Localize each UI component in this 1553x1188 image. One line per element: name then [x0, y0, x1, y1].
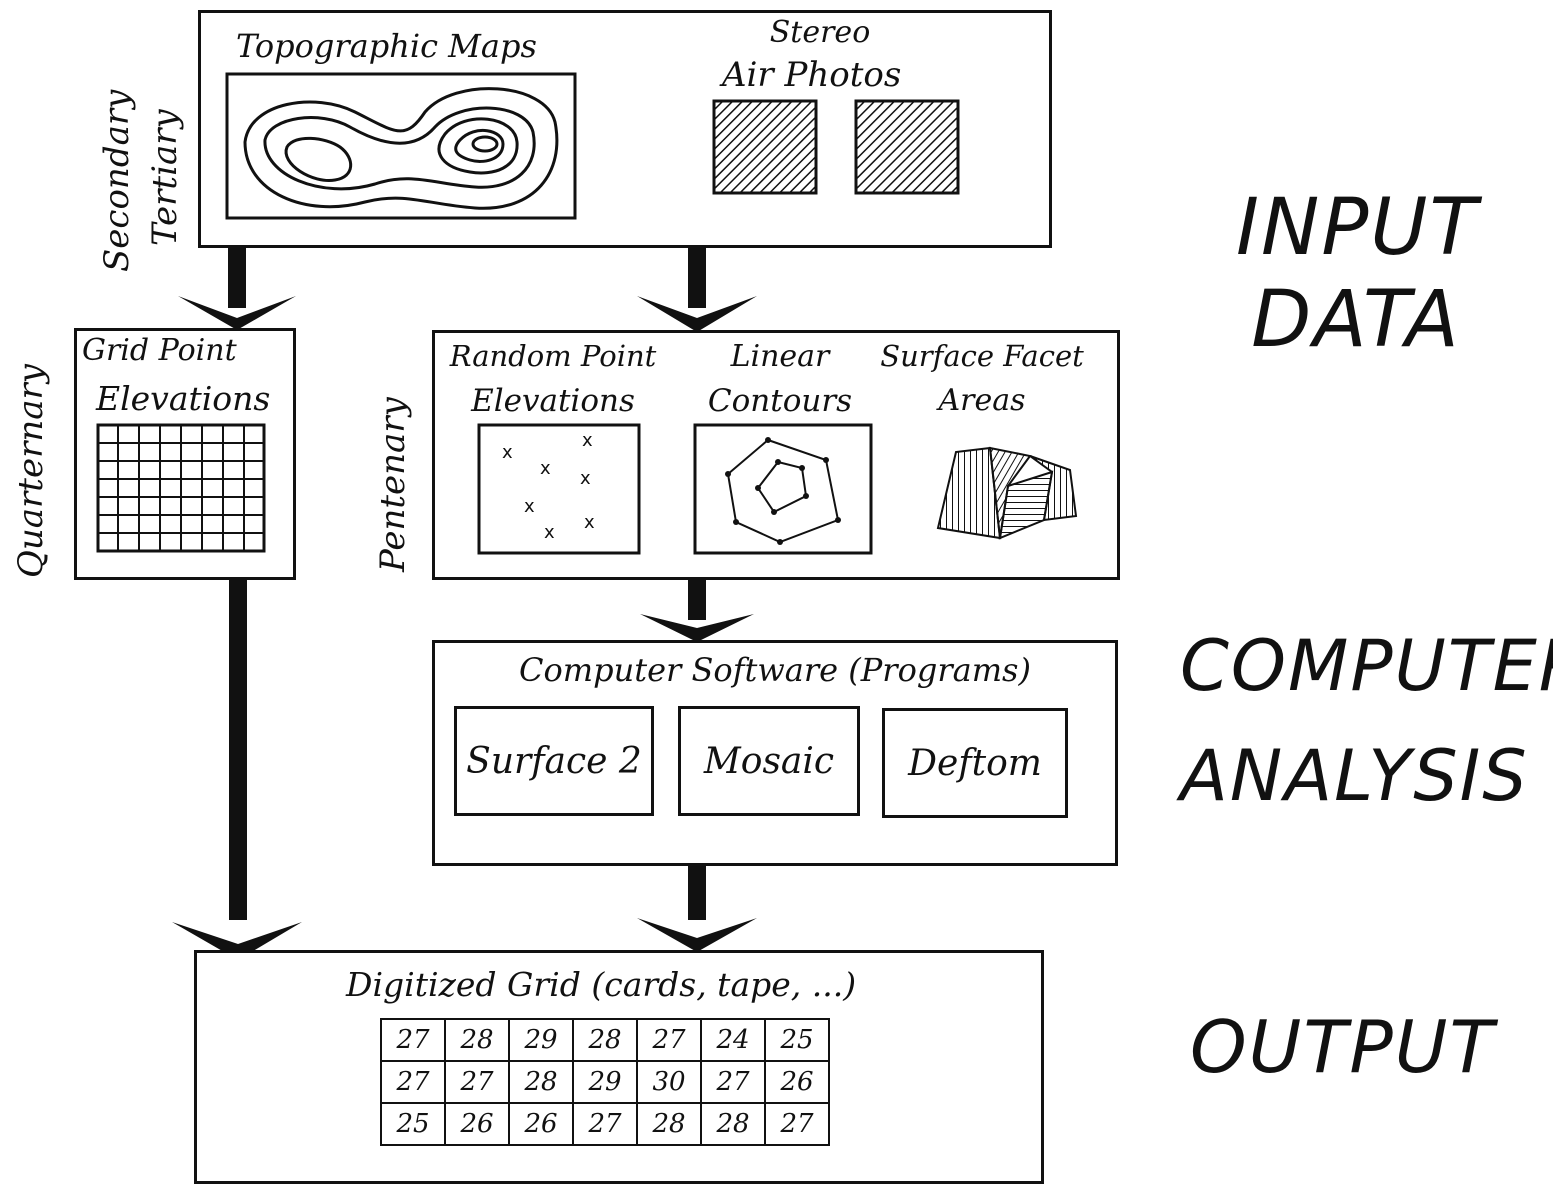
- stage-label-input-line2: DATA: [1251, 275, 1461, 365]
- arrow-shaft-grid-to-output: [229, 578, 247, 920]
- svg-text:x: x: [584, 512, 595, 533]
- stage-label-output: OUTPUT: [1190, 1005, 1496, 1089]
- grid-cell: 27: [700, 1060, 766, 1104]
- surface-facet-title-line1: Surface Facet: [880, 339, 1084, 373]
- grid-cell: 27: [636, 1018, 702, 1062]
- grid-point-elevations-box: [74, 328, 296, 580]
- grid-point-title-line2: Elevations: [96, 379, 271, 418]
- grid-point-illustration: [96, 423, 266, 553]
- svg-text:x: x: [580, 468, 591, 489]
- linear-contours-title-line1: Linear: [730, 339, 830, 374]
- surface-facet-illustration: [936, 446, 1078, 540]
- stereo-photo-left: [712, 99, 818, 195]
- arrow-shaft-input-to-elevations: [688, 246, 706, 308]
- grid-cell: 25: [764, 1018, 830, 1062]
- stereo-air-photos-title-line1: Stereo: [769, 15, 871, 50]
- grid-cell: 27: [572, 1102, 638, 1146]
- svg-text:x: x: [544, 522, 555, 543]
- digitized-grid-table: 27 28 29 28 27 24 25 27 27 28 29 30 27 2…: [380, 1018, 830, 1146]
- topographic-map-illustration: [225, 72, 577, 220]
- secondary-label: Secondary: [97, 89, 137, 272]
- linear-contours-illustration: [693, 423, 873, 555]
- tertiary-label: Tertiary: [145, 109, 185, 246]
- table-row: 27 27 28 29 30 27 26: [380, 1060, 830, 1104]
- svg-text:x: x: [524, 496, 535, 517]
- surface-facet-title-line2: Areas: [938, 383, 1026, 418]
- topographic-maps-title: Topographic Maps: [236, 27, 537, 65]
- grid-cell: 26: [444, 1102, 510, 1146]
- arrow-shaft-input-to-grid: [228, 246, 246, 308]
- computer-software-box: [432, 640, 1118, 866]
- grid-point-title-line1: Grid Point: [82, 333, 237, 368]
- grid-cell: 26: [764, 1060, 830, 1104]
- pentenary-label: Pentenary: [373, 397, 413, 572]
- grid-cell: 27: [380, 1060, 446, 1104]
- computer-software-title: Computer Software (Programs): [519, 651, 1031, 689]
- program-surface-2: Surface 2: [454, 706, 654, 816]
- arrow-head-software-to-output: [637, 918, 757, 952]
- random-point-title-line1: Random Point: [449, 339, 657, 373]
- stereo-air-photos-title-line2: Air Photos: [722, 55, 902, 95]
- quarternary-label: Quarternary: [11, 364, 51, 578]
- stage-label-computer-line1: COMPUTER: [1180, 625, 1553, 707]
- table-row: 27 28 29 28 27 24 25: [380, 1018, 830, 1062]
- svg-text:x: x: [540, 458, 551, 479]
- grid-cell: 25: [380, 1102, 446, 1146]
- svg-text:x: x: [582, 430, 593, 451]
- grid-cell: 28: [444, 1018, 510, 1062]
- arrow-head-elevations-to-software: [640, 614, 754, 642]
- grid-cell: 29: [572, 1060, 638, 1104]
- grid-cell: 28: [508, 1060, 574, 1104]
- grid-cell: 28: [572, 1018, 638, 1062]
- grid-cell: 27: [764, 1102, 830, 1146]
- arrow-head-input-to-grid: [178, 296, 296, 330]
- random-point-title-line2: Elevations: [471, 383, 635, 419]
- grid-cell: 24: [700, 1018, 766, 1062]
- grid-cell: 30: [636, 1060, 702, 1104]
- linear-contours-title-line2: Contours: [707, 383, 853, 419]
- grid-cell: 29: [508, 1018, 574, 1062]
- arrow-head-input-to-elevations: [637, 296, 757, 332]
- svg-text:x: x: [502, 442, 513, 463]
- arrow-shaft-elevations-to-software: [688, 578, 706, 620]
- grid-cell: 26: [508, 1102, 574, 1146]
- program-deftom: Deftom: [882, 708, 1068, 818]
- stage-label-input-line1: INPUT: [1236, 183, 1480, 273]
- grid-cell: 27: [444, 1060, 510, 1104]
- grid-cell: 27: [380, 1018, 446, 1062]
- grid-cell: 28: [636, 1102, 702, 1146]
- digitized-grid-title: Digitized Grid (cards, tape, ...): [346, 965, 857, 1004]
- stage-label-computer-line2: ANALYSIS: [1180, 735, 1529, 817]
- arrow-shaft-software-to-output: [688, 864, 706, 920]
- table-row: 25 26 26 27 28 28 27: [380, 1102, 830, 1146]
- stereo-photo-right: [854, 99, 960, 195]
- grid-cell: 28: [700, 1102, 766, 1146]
- program-mosaic: Mosaic: [678, 706, 860, 816]
